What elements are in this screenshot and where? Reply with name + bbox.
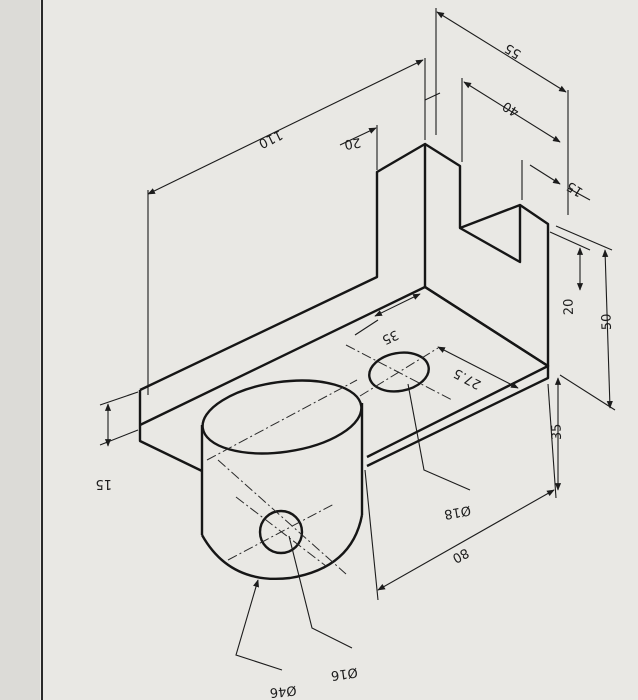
- dim-35-base: 35: [379, 326, 400, 347]
- dim-55: 55: [502, 40, 524, 61]
- dim-dia16: Ø16: [330, 664, 359, 683]
- dim-80: 80: [450, 544, 472, 565]
- center-lines: [206, 344, 453, 575]
- dim-50: 50: [599, 313, 615, 330]
- base-plate-right-face: [366, 366, 550, 468]
- dim-dia46: Ø46: [269, 682, 297, 700]
- base-plate-left-face: [138, 425, 203, 473]
- dim-20-top: 20: [343, 134, 362, 152]
- base-plate-hole: [368, 351, 430, 393]
- cylinder-boss: [200, 379, 364, 581]
- upright-step: [459, 205, 522, 264]
- upright-back-face: [424, 142, 550, 366]
- cylinder-bottom-arc: [200, 514, 364, 581]
- part-outline: [138, 142, 550, 473]
- cylinder-hole: [258, 509, 304, 555]
- dim-40: 40: [500, 98, 522, 119]
- dim-dia18: Ø18: [443, 502, 472, 521]
- dimension-lines: [99, 8, 616, 671]
- dim-20-right: 20: [561, 298, 577, 315]
- dim-15-left: 15: [95, 476, 112, 491]
- dim-15-right: 15: [564, 178, 586, 199]
- dim-35-right: 35: [549, 423, 565, 440]
- upright-inner-edge: [424, 285, 549, 368]
